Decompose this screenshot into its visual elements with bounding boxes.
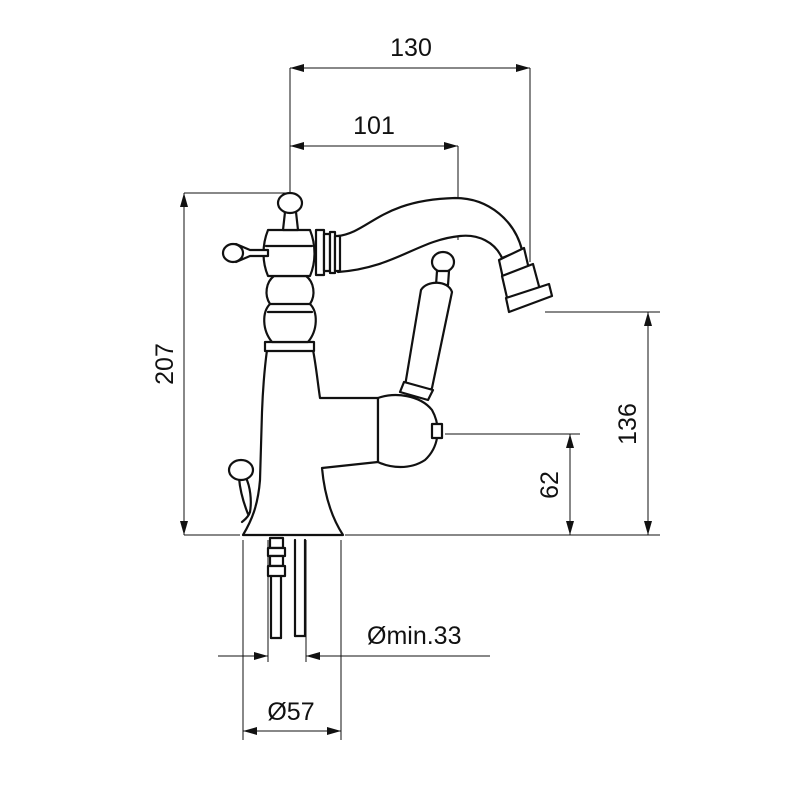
dimension-101-label: 101 [353,112,395,140]
spout-nozzle [497,246,554,314]
spout-ribs [314,228,342,277]
cross-handle [221,191,316,278]
dimension-130-label: 130 [390,34,432,62]
faucet-body [221,191,554,640]
dimension-207: 207 [151,192,290,536]
dimension-130: 130 [289,34,531,262]
lever-handle [398,250,456,402]
dimension-base-diameter-label: Ø57 [267,698,314,726]
dimension-136: 136 [345,311,660,536]
dimension-101: 101 [290,112,459,240]
spout [336,196,524,274]
dimension-base-diameter: Ø57 [242,540,342,740]
supply-pipes [266,536,307,640]
dimension-62-label: 62 [536,471,564,499]
lever-housing [376,394,444,469]
main-column [241,348,380,537]
dimension-min-hole-label: Ømin.33 [367,622,461,650]
column-bulb [263,274,317,344]
dimension-62: 62 [445,433,580,535]
collar-ring [263,340,316,353]
dimension-207-label: 207 [151,343,179,385]
dimension-min-hole: Ømin.33 [218,540,490,662]
popup-rod [227,458,255,524]
dimension-136-label: 136 [614,403,642,445]
